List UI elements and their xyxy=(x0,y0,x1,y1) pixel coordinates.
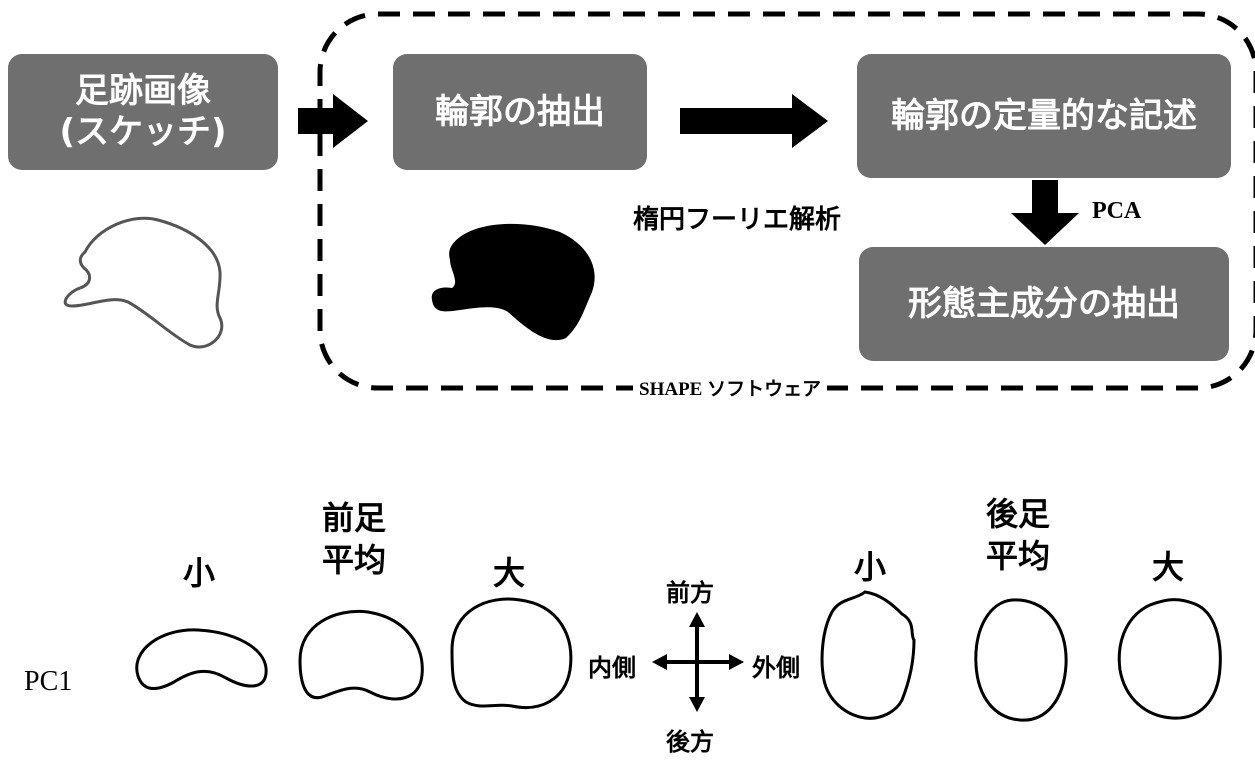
medial-label: 内側 xyxy=(588,654,636,682)
fore-average-shape xyxy=(298,609,424,701)
contour-extraction-box: 輪郭の抽出 xyxy=(393,54,647,170)
fore-large-shape xyxy=(450,597,573,709)
hind-average-label: 後足 平均 xyxy=(986,494,1050,577)
fore-small-label: 小 xyxy=(183,554,216,592)
fore-title: 前足 xyxy=(322,499,387,537)
hind-large-shape xyxy=(1117,598,1222,720)
quantitative-description-box: 輪郭の定量的な記述 xyxy=(857,54,1231,178)
hind-average-title: 平均 xyxy=(986,536,1051,575)
hind-small-shape xyxy=(820,590,916,720)
software-label: SHAPE ソフトウェア xyxy=(633,374,828,401)
fore-large-label: 大 xyxy=(493,554,526,592)
lateral-label: 外側 xyxy=(752,654,800,682)
pc1-row-label: PC1 xyxy=(24,666,73,697)
anterior-label: 前方 xyxy=(666,579,714,607)
direction-compass xyxy=(652,612,744,712)
pca-label: PCA xyxy=(1092,198,1142,224)
input-image-box: 足跡画像 (スケッチ) xyxy=(8,54,278,170)
contour-silhouette xyxy=(431,223,595,341)
contour-extraction-label: 輪郭の抽出 xyxy=(435,91,605,132)
fore-average-title: 平均 xyxy=(322,540,387,579)
footprint-sketch xyxy=(63,216,224,349)
hind-large-label: 大 xyxy=(1152,548,1185,586)
arrow-input-to-contour xyxy=(298,94,368,148)
fore-small-shape xyxy=(135,628,268,691)
input-image-title: 足跡画像 xyxy=(75,71,211,112)
hind-average-shape xyxy=(974,598,1068,722)
quantitative-description-label: 輪郭の定量的な記述 xyxy=(891,95,1197,136)
posterior-label: 後方 xyxy=(666,728,714,756)
efa-label: 楕円フーリエ解析 xyxy=(633,205,842,235)
shape-pc-extraction-box: 形態主成分の抽出 xyxy=(859,247,1229,361)
hind-title: 後足 xyxy=(986,495,1051,533)
input-image-subtitle: (スケッチ) xyxy=(59,112,227,152)
shape-pc-extraction-label: 形態主成分の抽出 xyxy=(908,283,1180,324)
arrow-contour-to-describe xyxy=(680,94,828,148)
arrow-describe-to-pc xyxy=(1011,180,1079,245)
hind-small-label: 小 xyxy=(854,548,887,586)
fore-average-label: 前足 平均 xyxy=(322,498,386,581)
